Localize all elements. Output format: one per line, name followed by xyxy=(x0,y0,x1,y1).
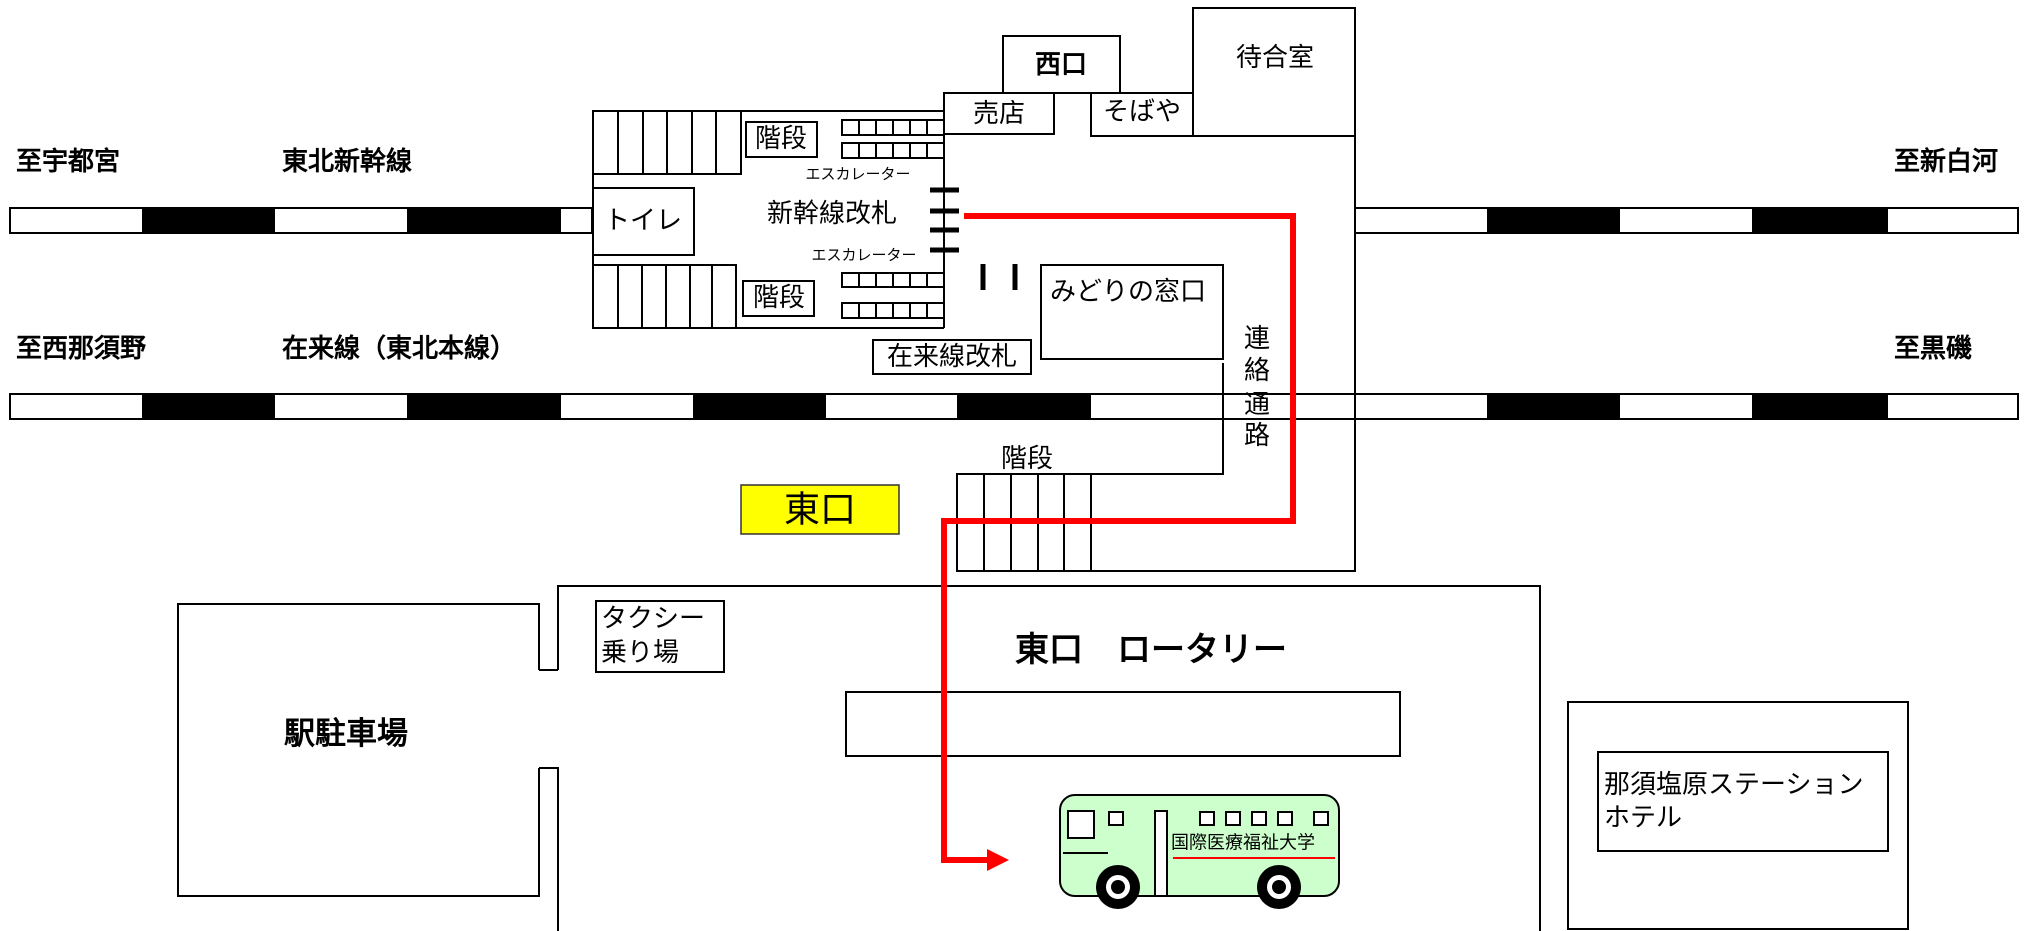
track-dark-segment xyxy=(407,209,561,232)
track-dark-segment xyxy=(142,395,275,418)
shop-box xyxy=(943,92,1055,135)
parking-label: 駅駐車場 xyxy=(284,716,408,752)
stairs-lower-label-box xyxy=(742,280,815,317)
west-exit-box xyxy=(1002,35,1121,94)
parking-outline xyxy=(177,603,540,897)
shinkansen-east-direction: 至新白河 xyxy=(1894,146,1998,177)
east-exit-highlight xyxy=(740,484,900,535)
track-dark-segment xyxy=(693,395,826,418)
stairs-lower-treads xyxy=(592,264,737,329)
track-dark-segment xyxy=(1487,209,1620,232)
route-arrowhead xyxy=(987,849,1009,871)
hotel-name-line2: ホテル xyxy=(1604,803,1682,833)
track-dark-segment xyxy=(142,209,275,232)
stairs-east-label: 階段 xyxy=(1001,444,1053,474)
soba-label: そばや xyxy=(1103,97,1181,127)
soba-box xyxy=(1090,92,1194,137)
stairs-upper-treads xyxy=(592,110,742,175)
rotary-outline xyxy=(539,585,1541,931)
escalator-steps xyxy=(858,273,928,318)
bus-window xyxy=(1199,811,1215,826)
taxi-stand-box xyxy=(595,600,725,673)
conventional-west-direction: 至西那須野 xyxy=(16,334,146,364)
escalator-upper xyxy=(841,119,945,159)
track-dark-segment xyxy=(1752,209,1888,232)
shinkansen-track-west xyxy=(9,207,593,234)
wheel-hub xyxy=(1272,880,1286,894)
track-rail xyxy=(1354,207,2019,234)
toilet-box xyxy=(592,187,695,256)
bus-window xyxy=(1251,811,1267,826)
shinkansen-gate-barriers xyxy=(930,187,959,253)
escalator-steps xyxy=(858,120,928,158)
wheel-hub xyxy=(1111,880,1125,894)
connecting-passage-label: 連 絡 通 路 xyxy=(1244,324,1270,451)
bus-window xyxy=(1277,811,1293,826)
bus-wheel-rear xyxy=(1257,865,1301,909)
bus-window xyxy=(1313,811,1329,826)
taxi-stand-label-line2: 乗り場 xyxy=(601,638,679,668)
conventional-gate-box xyxy=(872,339,1032,375)
escalator-lower-label: エスカレーター xyxy=(811,246,916,264)
taxi-stand-label-line1: タクシー xyxy=(601,604,705,634)
shinkansen-line-name: 東北新幹線 xyxy=(282,146,412,177)
stairs-upper-label-box xyxy=(745,121,818,158)
track-dark-segment xyxy=(1752,395,1888,418)
shinkansen-gate-label: 新幹線改札 xyxy=(767,199,897,229)
passage-char: 連 xyxy=(1244,324,1270,354)
bus-window xyxy=(1225,811,1241,826)
university-bus: 国際医療福祉大学 xyxy=(1059,794,1340,909)
stair-steps xyxy=(617,265,713,328)
ticket-office-box xyxy=(1040,264,1224,360)
shop-label: 売店 xyxy=(973,99,1025,129)
ticket-office-label: みどりの窓口 xyxy=(1050,277,1206,307)
escalator-upper-label: エスカレーター xyxy=(805,165,910,183)
track-dark-segment xyxy=(407,395,561,418)
passage-char: 通 xyxy=(1244,390,1270,420)
stairs-lower-label: 階段 xyxy=(753,283,805,313)
track-dark-segment xyxy=(957,395,1091,418)
hotel-name-line1: 那須塩原ステーション xyxy=(1604,770,1863,800)
rotary-label: 東口 ロータリー xyxy=(1015,630,1287,670)
bus-wheel-front xyxy=(1096,865,1140,909)
rotary-island xyxy=(845,691,1401,757)
bus-window xyxy=(1108,811,1124,826)
waiting-room-label: 待合室 xyxy=(1236,43,1314,73)
stairs-upper-label: 階段 xyxy=(755,124,807,154)
track-dark-segment xyxy=(1487,395,1620,418)
waiting-room-box xyxy=(1192,7,1356,137)
conventional-track xyxy=(9,393,2019,420)
route-to-bus-line xyxy=(941,213,1296,863)
passage-char: 路 xyxy=(1244,421,1270,451)
east-exit-label: 東口 xyxy=(784,490,856,531)
escalator-lower xyxy=(841,272,945,319)
conventional-east-direction: 至黒磯 xyxy=(1894,333,1972,364)
bus-door xyxy=(1154,810,1168,897)
conventional-line-name: 在来線（東北本線） xyxy=(282,333,516,364)
toilet-label: トイレ xyxy=(604,206,682,236)
bus-front-window xyxy=(1067,810,1095,839)
conventional-gate-label: 在来線改札 xyxy=(887,342,1017,372)
passage-char: 絡 xyxy=(1244,356,1270,386)
hotel-sign-box xyxy=(1597,751,1889,852)
stairs-block xyxy=(592,264,737,329)
shinkansen-concourse: 階段 エスカレーター トイレ 新幹線改札 エスカレーター xyxy=(592,93,959,329)
bus-destination-label: 国際医療福祉大学 xyxy=(1171,833,1315,854)
conventional-gate-barriers xyxy=(980,264,1018,290)
shinkansen-track-east xyxy=(1354,207,2019,234)
shinkansen-west-direction: 至宇都宮 xyxy=(16,146,120,177)
west-exit-label: 西口 xyxy=(1035,50,1087,80)
stair-steps xyxy=(617,111,717,174)
